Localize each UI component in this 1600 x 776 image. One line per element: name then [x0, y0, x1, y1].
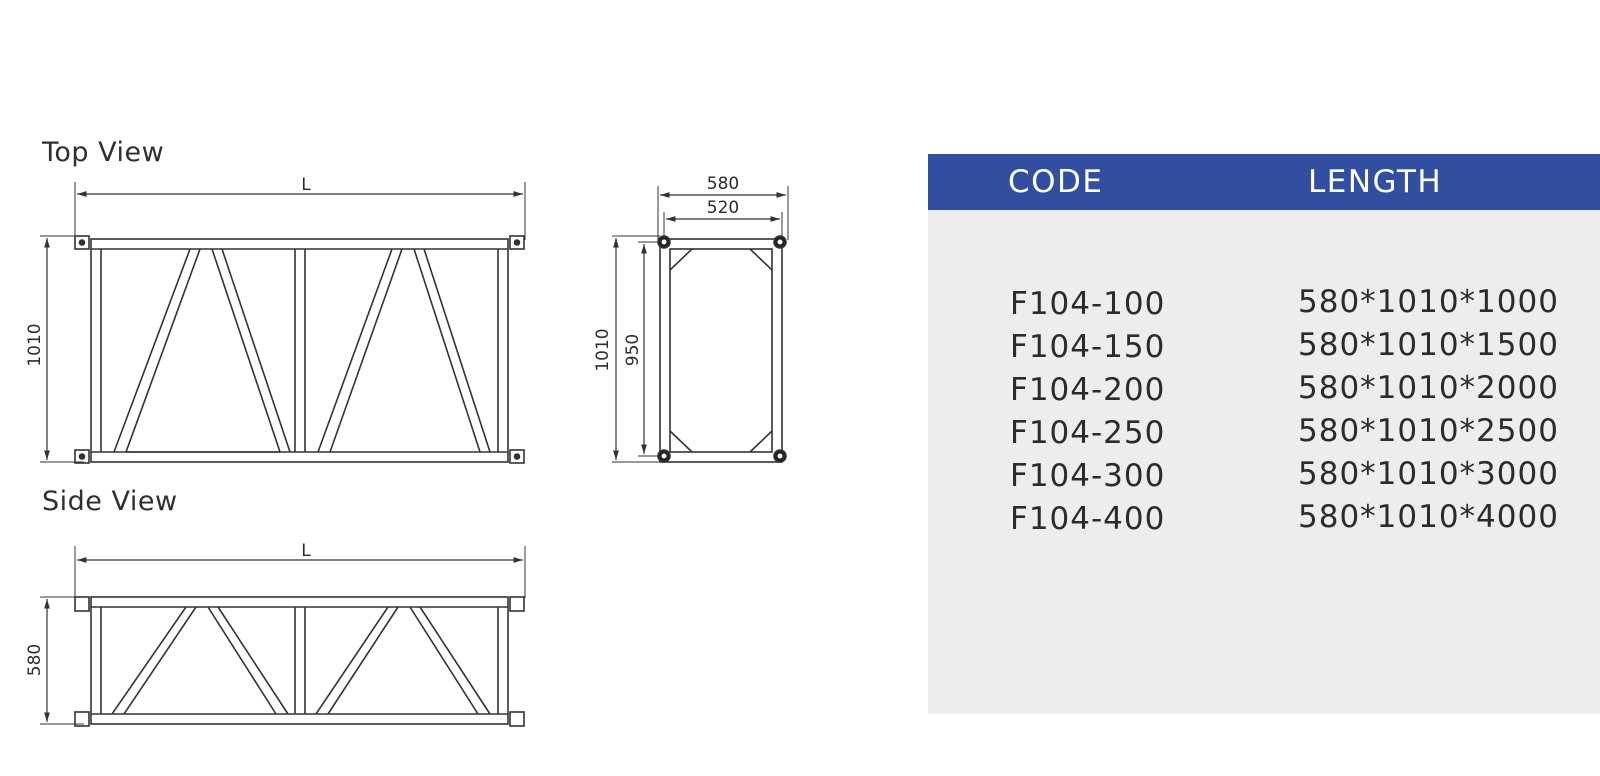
end-view-drawing: [612, 186, 789, 463]
length-cell: 580*1010*1500: [1298, 327, 1559, 363]
top-height-label: 1010: [25, 323, 45, 366]
code-cell: F104-200: [1010, 372, 1166, 408]
side-height-label: 580: [25, 644, 45, 676]
side-view-label: Side View: [42, 486, 178, 517]
spec-table-header: CODE LENGTH: [928, 154, 1600, 210]
length-cell: 580*1010*1000: [1298, 284, 1559, 320]
length-cell: 580*1010*2500: [1298, 413, 1559, 449]
table-row: F104-200 580*1010*2000: [928, 370, 1600, 415]
table-row: F104-150 580*1010*1500: [928, 327, 1600, 372]
end-outer-height-label: 1010: [593, 328, 613, 371]
table-row: F104-300 580*1010*3000: [928, 456, 1600, 501]
length-cell: 580*1010*2000: [1298, 370, 1559, 406]
code-cell: F104-300: [1010, 458, 1166, 494]
length-column-header: LENGTH: [1308, 164, 1443, 200]
end-outer-width-label: 580: [707, 174, 739, 194]
table-row: F104-400 580*1010*4000: [928, 499, 1600, 544]
end-inner-width-label: 520: [707, 198, 739, 218]
code-cell: F104-250: [1010, 415, 1166, 451]
table-row: F104-100 580*1010*1000: [928, 284, 1600, 329]
spec-table: CODE LENGTH F104-100 580*1010*1000 F104-…: [928, 154, 1600, 714]
table-row: F104-250 580*1010*2500: [928, 413, 1600, 458]
code-cell: F104-100: [1010, 286, 1166, 322]
top-length-label: L: [301, 175, 311, 195]
end-inner-height-label: 950: [623, 334, 643, 366]
spec-table-body: F104-100 580*1010*1000 F104-150 580*1010…: [928, 284, 1600, 544]
code-cell: F104-150: [1010, 329, 1166, 365]
side-view-drawing: [40, 546, 526, 727]
code-cell: F104-400: [1010, 501, 1166, 537]
top-view-drawing: [40, 182, 526, 464]
side-length-label: L: [301, 541, 311, 561]
top-view-label: Top View: [42, 137, 165, 168]
truss-drawing: L 1010 580 520 1010 950: [25, 174, 789, 727]
code-column-header: CODE: [1008, 164, 1104, 200]
length-cell: 580*1010*3000: [1298, 456, 1559, 492]
length-cell: 580*1010*4000: [1298, 499, 1559, 535]
